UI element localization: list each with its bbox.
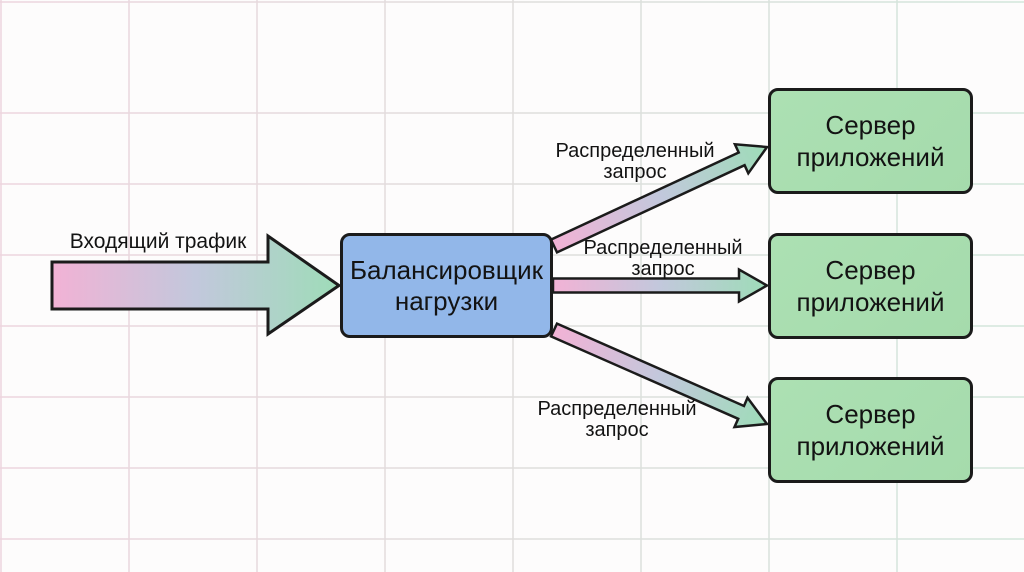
request-label-middle: Распределенный запрос [583, 237, 743, 280]
request-arrow-middle [551, 267, 770, 304]
load-balancer-node: Балансировщик нагрузки [340, 233, 553, 338]
request-label-bottom: Распределенный запрос [537, 398, 697, 441]
incoming-traffic-arrow [50, 233, 342, 337]
server-label: Сервер приложений [796, 255, 945, 317]
request-label-top: Распределенный запрос [555, 140, 715, 183]
request-arrow-top [549, 142, 770, 255]
server-node-2: Сервер приложений [768, 233, 973, 339]
server-label: Сервер приложений [796, 399, 945, 461]
incoming-traffic-label: Входящий трафик [69, 230, 247, 253]
server-node-3: Сервер приложений [768, 377, 973, 483]
load-balancer-label: Балансировщик нагрузки [349, 254, 544, 316]
request-arrow-bottom [549, 321, 770, 429]
server-node-1: Сервер приложений [768, 88, 973, 194]
server-label: Сервер приложений [796, 110, 945, 172]
